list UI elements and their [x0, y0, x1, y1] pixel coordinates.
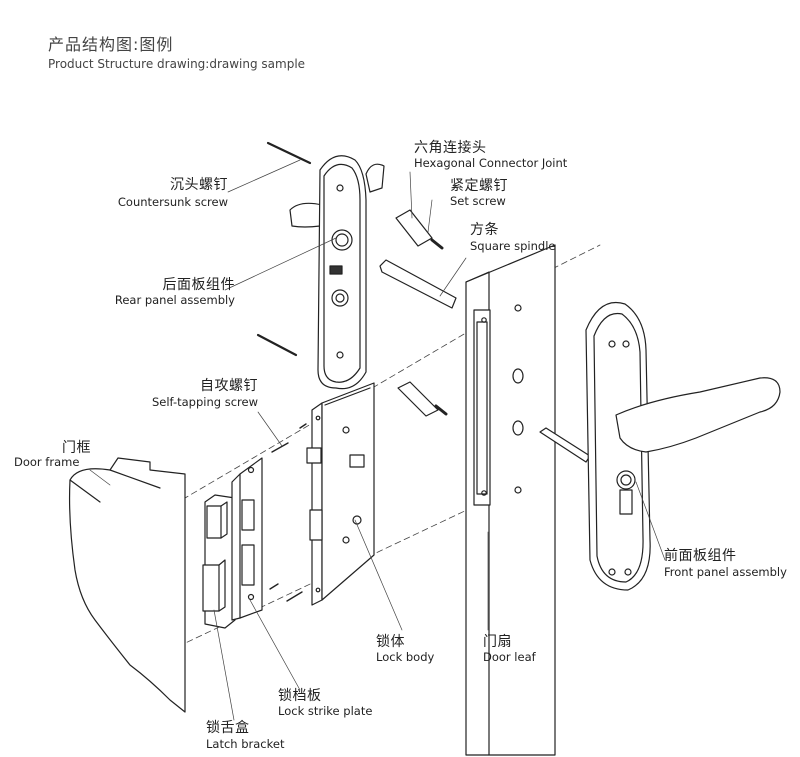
label-door-leaf-en: Door leaf	[483, 650, 536, 664]
label-square-spindle-cn: 方条	[470, 222, 499, 238]
door-frame	[68, 457, 186, 713]
label-latch-bracket-cn: 锁舌盒	[206, 720, 250, 736]
countersunk-screws	[256, 141, 312, 357]
label-hex-joint-en: Hexagonal Connector Joint	[414, 156, 568, 170]
label-rear-panel-cn: 后面板组件	[162, 277, 235, 293]
set-screws	[430, 238, 448, 416]
door-leaf	[465, 244, 556, 756]
rear-panel-assembly	[289, 155, 385, 390]
label-strike-plate-en: Lock strike plate	[278, 704, 373, 718]
label-self-tapping-cn: 自攻螺钉	[200, 378, 258, 394]
label-self-tapping-en: Self-tapping screw	[151, 395, 258, 409]
label-hex-joint-cn: 六角连接头	[414, 140, 487, 156]
label-lock-body-en: Lock body	[376, 650, 435, 664]
label-countersunk-cn: 沉头螺钉	[170, 177, 228, 193]
label-lock-body-cn: 锁体	[376, 634, 405, 650]
label-door-leaf-cn: 门扇	[483, 634, 512, 650]
label-countersunk-en: Countersunk screw	[117, 195, 228, 209]
label-rear-panel-en: Rear panel assembly	[114, 293, 235, 307]
lock-body	[306, 382, 375, 606]
leader-lines	[89, 159, 666, 721]
label-strike-plate-cn: 锁档板	[278, 688, 322, 704]
label-latch-bracket-en: Latch bracket	[206, 737, 285, 751]
latch-bracket	[202, 494, 236, 629]
label-square-spindle-en: Square spindle	[470, 239, 556, 253]
label-front-panel-en: Front panel assembly	[664, 565, 787, 579]
self-tapping-screws	[269, 423, 307, 602]
label-front-panel-cn: 前面板组件	[664, 548, 737, 564]
label-door-frame-en: Door frame	[14, 455, 80, 469]
header-title-cn: 产品结构图:图例	[48, 35, 174, 54]
header-title-en: Product Structure drawing:drawing sample	[48, 57, 306, 71]
label-set-screw-en: Set screw	[450, 194, 506, 208]
lock-strike-plate	[231, 457, 263, 621]
front-panel-assembly	[585, 302, 781, 591]
label-door-frame-cn: 门框	[62, 440, 91, 456]
label-set-screw-cn: 紧定螺钉	[450, 178, 508, 194]
hexagonal-connectors	[395, 209, 439, 417]
